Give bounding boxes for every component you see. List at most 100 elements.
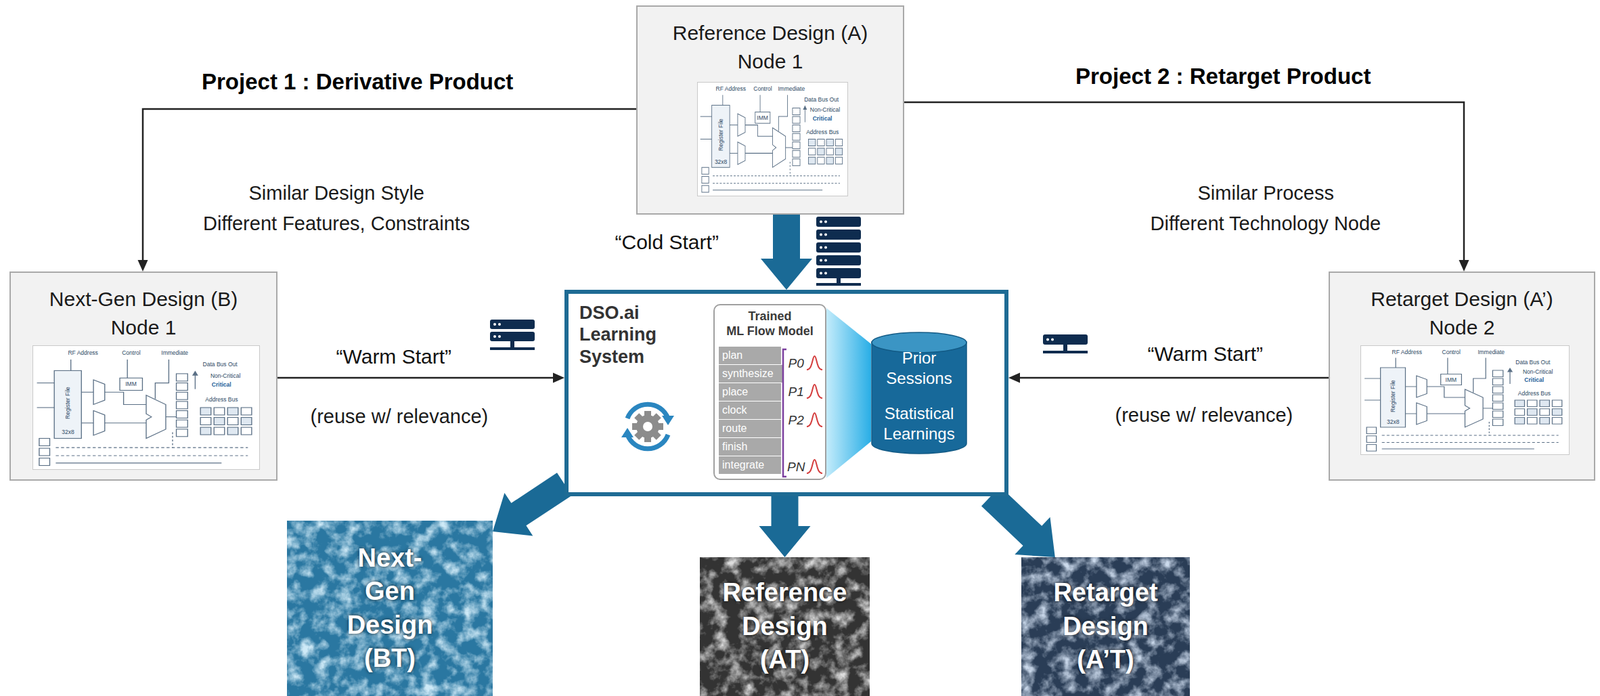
schematic-thumbnail: RF AddressControlImmediateIMMRegister Fi… (697, 81, 849, 197)
connector (1008, 372, 1329, 384)
parameter-label: P2 (788, 413, 805, 428)
flow-stage: integrate (718, 456, 782, 474)
annotation: (reuse w/ relevance) (310, 404, 489, 429)
model-box: TrainedML Flow Model plan synthesize place c… (713, 303, 827, 480)
server-icon (816, 216, 861, 286)
schematic-label: Non-Critical (210, 372, 241, 380)
connector (904, 102, 1470, 272)
result-image: Reference Design (AT) (699, 557, 870, 696)
schematic-label: Non-Critical (1522, 368, 1553, 375)
cylinder-body (871, 341, 967, 454)
flow-stage: route (718, 419, 782, 438)
flow-stage: clock (718, 401, 782, 419)
schematic-thumbnail: RF AddressControlImmediateIMMRegister Fi… (1360, 345, 1570, 455)
result-image: Next-Gen Design (BT) (286, 520, 493, 696)
annotation: Different Features, Constraints (203, 211, 470, 236)
funnel (826, 307, 872, 478)
connector (492, 472, 572, 536)
flow-stage: plan (718, 346, 782, 365)
node-title: Reference Design (AT) (722, 575, 848, 677)
block-arrow (492, 472, 572, 536)
schematic-label: 32x8 (1386, 418, 1399, 426)
arrowhead (1459, 259, 1470, 272)
node-title: plan (722, 349, 743, 361)
schematic-label: RF Address (716, 85, 746, 93)
learning-system-box: DSO.ai Learning System TrainedML Flow Mod… (564, 289, 1009, 497)
server-icon (490, 319, 535, 350)
schematic-label: Control (121, 349, 141, 357)
schematic-label: Register File (717, 118, 725, 151)
node-subtitle: Statistical Learnings (883, 403, 955, 444)
schematic-thumbnail: RF Address Control ImmediateIMM Register Fi… (32, 345, 260, 470)
node-title: synthesize (722, 368, 774, 380)
schematic-label: Non-Critical (810, 106, 840, 114)
node-title: Reference Design (A) (637, 18, 903, 48)
node-subtitle: Node 1 (637, 47, 903, 76)
node-title: DSO.ai Learning System (579, 301, 657, 368)
edge-label: Project 2 : Retarget Product (1075, 62, 1371, 91)
schematic-label: Immediate (161, 349, 189, 357)
bracket (783, 349, 787, 477)
schematic-label: Critical (211, 381, 232, 388)
server-icon (1042, 334, 1088, 354)
annotation: Different Technology Node (1150, 211, 1382, 236)
design-box: Reference Design (A)Node 1RF AddressCont… (636, 5, 905, 215)
node-title: Next-Gen Design (B) (10, 284, 277, 314)
node-subtitle: ML Flow Model (714, 324, 826, 340)
node-title: route (722, 423, 747, 434)
schematic-label: RF Address (1392, 348, 1422, 356)
connector (138, 108, 637, 272)
node-title: Trained (714, 309, 826, 325)
schematic-label: IMM (1445, 376, 1458, 384)
schematic-label: IMM (125, 380, 137, 388)
schematic-label: Critical (1524, 376, 1544, 384)
annotation: Similar Process (1197, 181, 1335, 206)
node-subtitle: Node 2 (1329, 313, 1594, 342)
edge-label: “Cold Start” (615, 230, 719, 255)
connector-line (277, 376, 556, 380)
node-title: Retarget Design (A’) (1329, 284, 1594, 314)
annotation: Similar Design Style (249, 181, 425, 206)
node-title: place (722, 386, 748, 398)
annotation: (reuse w/ relevance) (1115, 403, 1294, 428)
connector-line (1017, 376, 1329, 380)
node-title: Prior Sessions (885, 347, 952, 389)
edge-label: “Warm Start” (336, 344, 453, 369)
distribution-curves (806, 356, 823, 474)
design-box: Retarget Design (A’)Node 2 RF Address Cont… (1328, 271, 1596, 481)
arrowhead (138, 259, 149, 272)
schematic-label: IMM (756, 114, 769, 122)
node-title: Retarget Design (A’T) (1053, 575, 1158, 677)
node-title: clock (722, 404, 747, 416)
connector (759, 496, 811, 558)
node-title: Next-Gen Design (BT) (347, 541, 434, 676)
schematic-label: Register File (64, 386, 72, 419)
schematic-label: Data Bus Out (203, 360, 238, 368)
schematic-label: Data Bus Out (1515, 358, 1550, 366)
schematic-label: Critical (812, 115, 833, 122)
schematic-label: Data Bus Out (804, 96, 839, 103)
schematic-label: Immediate (777, 85, 805, 93)
connector (981, 486, 1056, 558)
schematic-label: Address Bus (205, 395, 238, 403)
block-arrow (760, 214, 813, 290)
gear-icon (621, 404, 675, 449)
flow-stage: place (718, 383, 782, 401)
connector (277, 372, 565, 384)
schematic-label: Address Bus (806, 128, 839, 136)
schematic-label: Address Bus (1518, 389, 1551, 397)
node-title: integrate (722, 459, 765, 471)
schematic-label: Control (1442, 348, 1461, 356)
flow-stage: finish (718, 437, 782, 456)
flow-stage: synthesize (718, 364, 783, 383)
arrowhead (1008, 372, 1020, 384)
connector (760, 214, 813, 290)
parameter-label: P1 (788, 385, 805, 400)
edge-label: “Warm Start” (1147, 341, 1264, 367)
design-box: Next-Gen Design (B)Node 1RF AddressContr… (9, 271, 278, 481)
schematic-label: 32x8 (61, 428, 74, 436)
schematic-label: RF Address (67, 349, 98, 357)
database-cylinder: Prior SessionsStatistical Learnings (871, 331, 968, 455)
connector-line (142, 108, 637, 263)
